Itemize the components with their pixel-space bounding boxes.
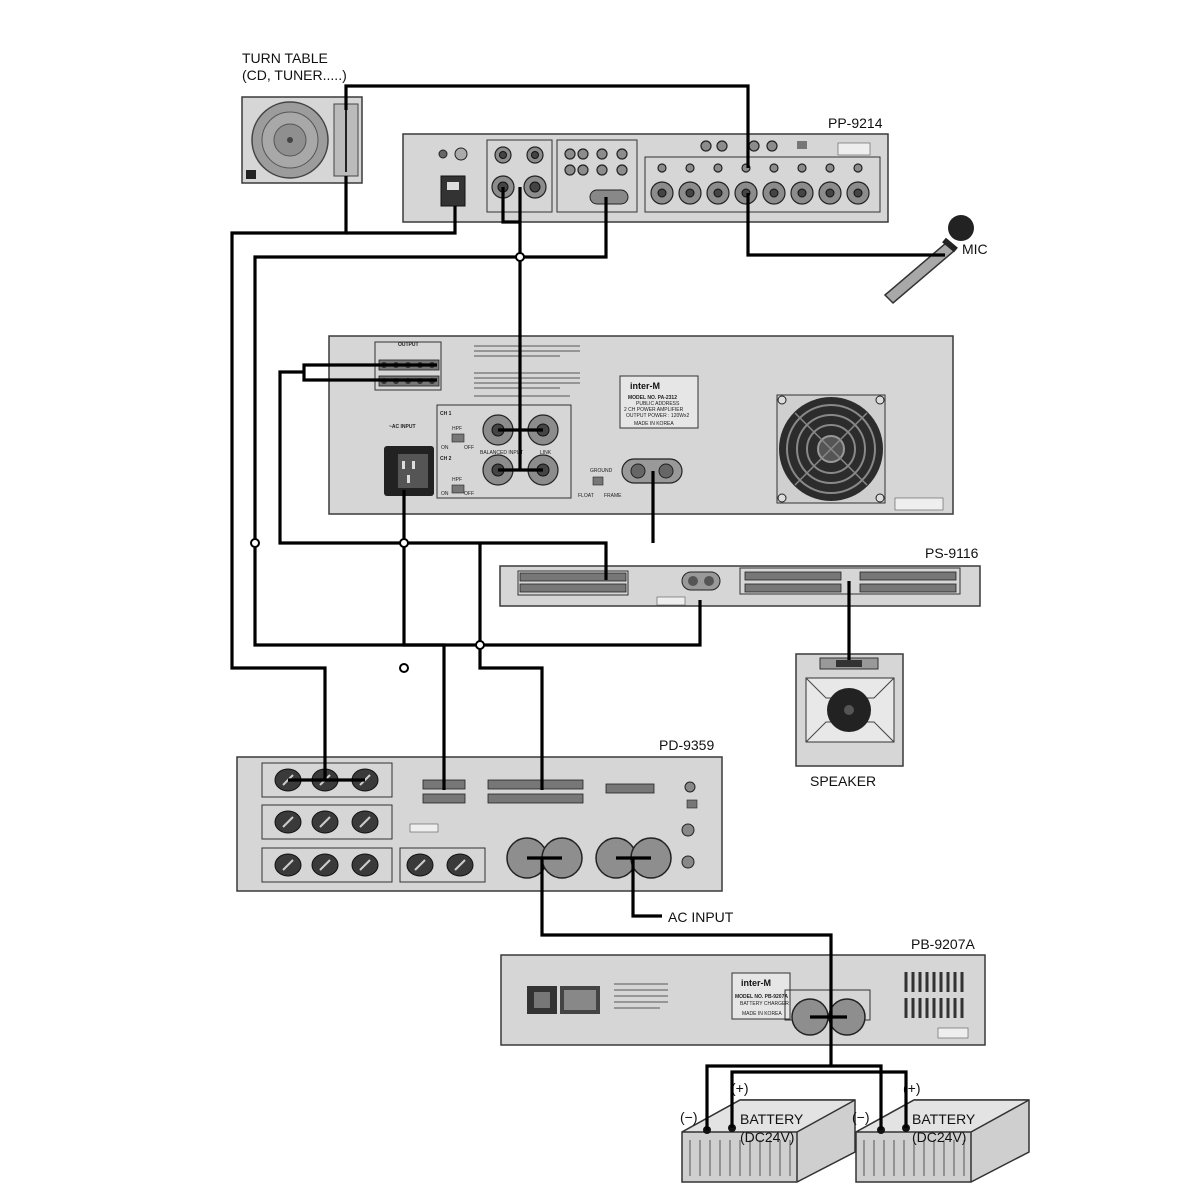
amp-ch2-label: CH 2 xyxy=(440,456,452,462)
wire-amp-to-selector xyxy=(278,370,608,580)
battery-1-minus: (−) xyxy=(680,1109,698,1125)
amp-ground-label: GROUND xyxy=(590,468,613,474)
speaker-label: SPEAKER xyxy=(810,773,876,789)
battery-1 xyxy=(681,1099,856,1183)
microphone xyxy=(883,215,974,305)
wire-amp-input-link xyxy=(498,428,543,472)
amp-balanced-input-label: BALANCED INPUT xyxy=(480,450,523,456)
amp-off1-label: OFF xyxy=(464,445,474,451)
wire-amp-ac xyxy=(402,490,446,790)
turntable-label-1: TURN TABLE xyxy=(242,50,328,66)
charger-desc-line: BATTERY CHARGER xyxy=(740,1001,789,1007)
charger-model-label: PB-9207A xyxy=(911,936,975,952)
amp-off2-label: OFF xyxy=(464,491,474,497)
charger-brand-logo: inter-M xyxy=(741,978,771,988)
battery-2-label-2: (DC24V) xyxy=(912,1129,966,1145)
turntable-label-2: (CD, TUNER.....) xyxy=(242,67,347,83)
wire-pd-battery-to-charger xyxy=(527,856,833,1017)
wire-ac-input xyxy=(616,856,662,918)
charger-made-in: MADE IN KOREA xyxy=(742,1011,782,1017)
battery-2 xyxy=(855,1099,1030,1183)
power-distributor-pd9359 xyxy=(236,756,723,892)
battery-2-minus: (−) xyxy=(852,1109,870,1125)
amp-hpf1-label: HPF xyxy=(452,426,462,432)
amp-on1-label: ON xyxy=(441,445,449,451)
amp-float-label: FLOAT xyxy=(578,493,594,499)
wire-charger-to-battery-plus xyxy=(730,1070,908,1128)
wiring xyxy=(230,84,945,1130)
amp-desc-line2: 2 CH POWER AMPLIFIER xyxy=(624,407,684,413)
battery-1-plus: (+) xyxy=(731,1080,749,1096)
amp-model-line: MODEL NO. PA-2312 xyxy=(628,395,677,401)
wire-turntable-to-mixer xyxy=(344,84,750,168)
battery-1-label-2: (DC24V) xyxy=(740,1129,794,1145)
amp-ch1-label: CH 1 xyxy=(440,411,452,417)
ac-input-label: AC INPUT xyxy=(668,909,734,925)
wire-turntable-power xyxy=(230,176,348,780)
wire-selector-to-pd xyxy=(478,543,544,790)
selector-model-label: PS-9116 xyxy=(925,545,979,561)
amp-made-in: MADE IN KOREA xyxy=(634,421,674,427)
charger-model-line: MODEL NO. PB-9207A xyxy=(735,994,788,1000)
wire-charger-to-battery-minus xyxy=(705,1017,883,1130)
amp-desc-line1: PUBLIC ADDRESS xyxy=(636,401,680,407)
charger-pb9207a xyxy=(500,954,986,1046)
distributor-model-label: PD-9359 xyxy=(659,737,714,753)
amp-on2-label: ON xyxy=(441,491,449,497)
selector-ps9116 xyxy=(499,565,981,607)
amp-brand-logo: inter-M xyxy=(630,381,660,391)
mic-label: MIC xyxy=(962,241,988,257)
mixer-model-label: PP-9214 xyxy=(828,115,883,131)
speaker xyxy=(795,653,904,767)
amp-hpf2-label: HPF xyxy=(452,477,462,483)
wire-mic-to-mixer xyxy=(746,193,945,257)
wire-mixer-out-link xyxy=(501,187,520,224)
amp-ac-input-label: ~AC INPUT xyxy=(389,424,416,430)
mixer-pp9214 xyxy=(402,133,889,223)
amp-output-power: OUTPUT POWER : 120Wx2 xyxy=(626,413,689,419)
wire-mixer-power xyxy=(346,206,457,235)
wire-mixer-remote xyxy=(253,197,702,647)
battery-2-label-1: BATTERY xyxy=(912,1111,976,1127)
amp-link-label: LINK xyxy=(540,450,552,456)
battery-1-label-1: BATTERY xyxy=(740,1111,804,1127)
turntable xyxy=(241,96,363,184)
amp-output-label: OUTPUT xyxy=(398,342,419,348)
amp-frame-label: FRAME xyxy=(604,493,622,499)
